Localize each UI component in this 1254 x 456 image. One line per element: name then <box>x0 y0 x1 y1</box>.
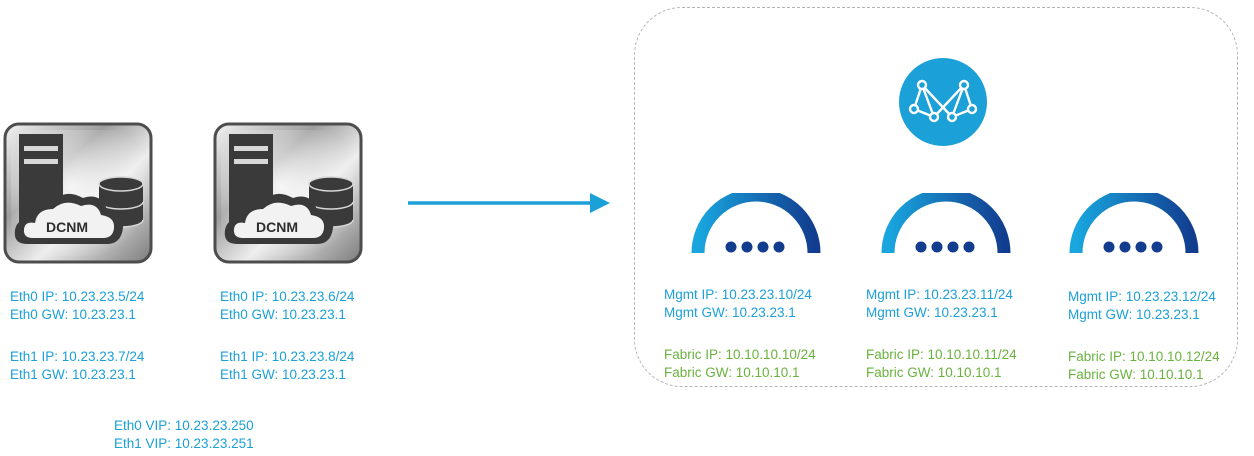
cluster-node-2-icon <box>881 193 1011 254</box>
server-1-eth0-gw: Eth0 GW: 10.23.23.1 <box>10 307 136 322</box>
node-3-fabric-ip: Fabric IP: 10.10.10.12/24 <box>1068 349 1220 364</box>
node-1-fabric-ip: Fabric IP: 10.10.10.10/24 <box>664 347 816 362</box>
server-2-eth0-gw: Eth0 GW: 10.23.23.1 <box>220 307 346 322</box>
dcnm-server-icon: DCNM <box>3 122 153 264</box>
cluster-node-1-icon <box>691 193 821 254</box>
cluster-node-3-icon <box>1069 193 1199 254</box>
eth1-vip: Eth1 VIP: 10.23.23.251 <box>114 436 254 451</box>
network-mesh-icon <box>899 58 987 146</box>
migration-arrow-icon <box>408 193 610 213</box>
server-1-eth1-gw: Eth1 GW: 10.23.23.1 <box>10 367 136 382</box>
eth0-vip: Eth0 VIP: 10.23.23.250 <box>114 418 254 433</box>
node-2-fabric-gw: Fabric GW: 10.10.10.1 <box>866 365 1002 380</box>
server-1-eth0-ip: Eth0 IP: 10.23.23.5/24 <box>10 289 145 304</box>
dcnm-server-icon: DCNM <box>213 122 363 264</box>
dcnm-label: DCNM <box>46 219 88 235</box>
dcnm-label: DCNM <box>256 219 298 235</box>
node-3-fabric-gw: Fabric GW: 10.10.10.1 <box>1068 367 1204 382</box>
node-2-mgmt-ip: Mgmt IP: 10.23.23.11/24 <box>866 287 1013 302</box>
node-1-mgmt-ip: Mgmt IP: 10.23.23.10/24 <box>664 287 812 302</box>
dcnm-server-1: DCNM <box>3 122 153 264</box>
cluster-boundary <box>634 7 1238 387</box>
server-2-eth0-ip: Eth0 IP: 10.23.23.6/24 <box>220 289 355 304</box>
node-3-mgmt-gw: Mgmt GW: 10.23.23.1 <box>1068 307 1200 322</box>
dcnm-server-2: DCNM <box>213 122 363 264</box>
node-1-mgmt-gw: Mgmt GW: 10.23.23.1 <box>664 305 796 320</box>
server-2-eth1-ip: Eth1 IP: 10.23.23.8/24 <box>220 349 355 364</box>
node-3-mgmt-ip: Mgmt IP: 10.23.23.12/24 <box>1068 289 1216 304</box>
node-2-mgmt-gw: Mgmt GW: 10.23.23.1 <box>866 305 998 320</box>
server-1-eth1-ip: Eth1 IP: 10.23.23.7/24 <box>10 349 145 364</box>
node-1-fabric-gw: Fabric GW: 10.10.10.1 <box>664 365 800 380</box>
server-2-eth1-gw: Eth1 GW: 10.23.23.1 <box>220 367 346 382</box>
node-2-fabric-ip: Fabric IP: 10.10.10.11/24 <box>866 347 1017 362</box>
